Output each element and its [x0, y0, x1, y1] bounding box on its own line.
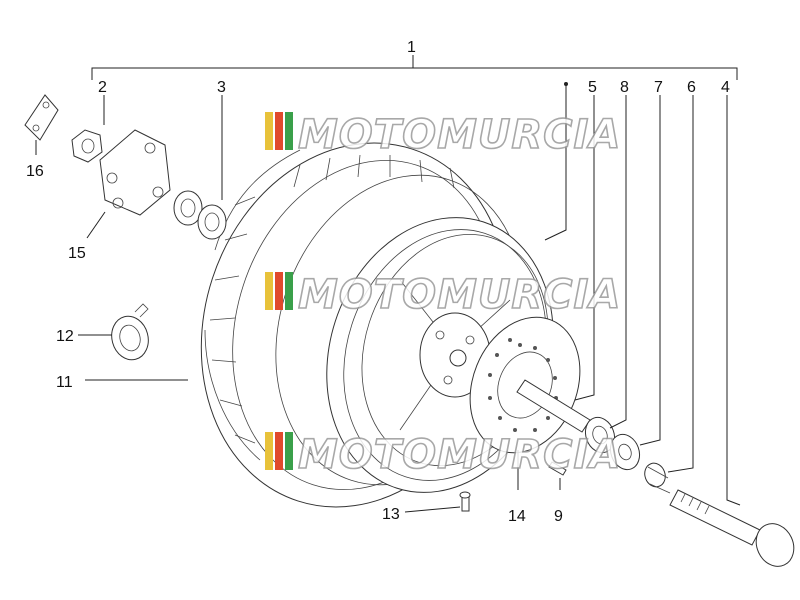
label-part-1: 1	[407, 39, 416, 56]
watermark-bottom: MOTOMURCIA	[265, 431, 621, 479]
label-part-12: 12	[56, 328, 74, 345]
nut-2	[71, 129, 103, 163]
tire-tread	[209, 154, 455, 444]
speedo-ring-12	[111, 303, 149, 361]
watermark-top: MOTOMURCIA	[265, 111, 621, 159]
label-part-9: 9	[554, 508, 563, 525]
label-part-4: 4	[721, 79, 730, 96]
label-part-7: 7	[654, 79, 663, 96]
label-part-5: 5	[588, 79, 597, 96]
screw-9	[548, 461, 567, 476]
label-part-14: 14	[508, 508, 526, 525]
label-part-15: 15	[68, 245, 86, 262]
label-part-6: 6	[687, 79, 696, 96]
watermark-middle: MOTOMURCIA	[265, 271, 621, 319]
label-part-16: 16	[26, 163, 44, 180]
spacer-7	[609, 433, 641, 471]
watermark-text: MOTOMURCIA	[298, 112, 621, 158]
watermark-text: MOTOMURCIA	[298, 272, 621, 318]
label-part-3: 3	[217, 79, 226, 96]
axle-4	[669, 489, 795, 567]
bushing-6	[644, 462, 671, 494]
clip-16	[24, 94, 59, 141]
axle-assembly	[516, 379, 795, 567]
watermark-text: MOTOMURCIA	[298, 432, 621, 478]
valve-13	[459, 491, 471, 512]
callout-labels: 1 2 3 5 8 7 6 4 16 15 12 11 13 14 9	[26, 39, 730, 525]
label-part-13: 13	[382, 506, 400, 523]
label-part-8: 8	[620, 79, 629, 96]
bearing-8	[584, 416, 616, 454]
hub-carrier-15	[99, 129, 171, 216]
leader-dot	[564, 82, 568, 86]
leader-lines	[35, 55, 741, 513]
label-part-11: 11	[56, 374, 73, 391]
bearings-3	[173, 190, 227, 240]
label-part-2: 2	[98, 79, 107, 96]
